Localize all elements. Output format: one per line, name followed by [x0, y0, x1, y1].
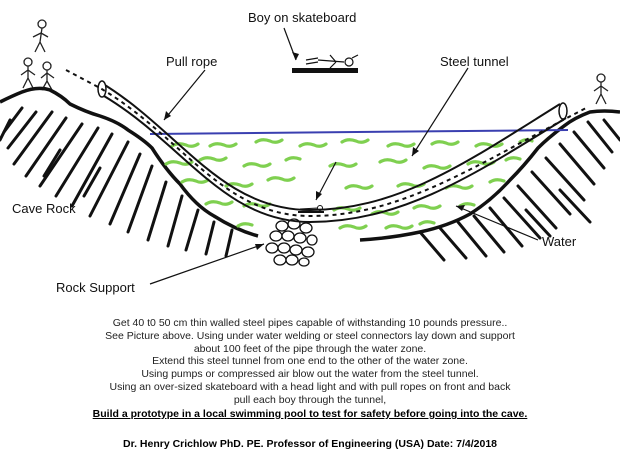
label-rock-support: Rock Support	[56, 280, 135, 295]
pull-rope-dashed	[65, 69, 587, 218]
label-pull-rope: Pull rope	[166, 54, 217, 69]
boy-on-skateboard-icon	[292, 54, 359, 73]
instruction-line: Using an over-sized skateboard with a he…	[109, 380, 511, 393]
rock-support-pile	[265, 218, 318, 267]
cave-rock-hatching-left	[0, 106, 234, 258]
water-strokes	[164, 138, 534, 230]
cave-rock-left	[0, 86, 259, 238]
author-credit: Dr. Henry Crichlow PhD. PE. Professor of…	[122, 438, 497, 450]
label-cave-rock: Cave Rock	[12, 201, 76, 216]
arrowheads	[164, 52, 465, 250]
cave-rock-right	[359, 109, 620, 242]
label-steel-tunnel: Steel tunnel	[440, 54, 509, 69]
safety-warning: Build a prototype in a local swimming po…	[92, 408, 528, 420]
stick-figures-left	[20, 19, 55, 91]
instruction-line: Extend this steel tunnel from one end to…	[152, 355, 468, 368]
cave-rock-hatching-right	[418, 118, 620, 262]
label-water: Water	[542, 234, 577, 249]
instruction-line: Get 40 t0 50 cm thin walled steel pipes …	[112, 317, 508, 329]
instruction-line: pull each boy through the tunnel,	[233, 393, 387, 406]
instruction-line: Using pumps or compressed air blow out t…	[141, 368, 479, 381]
water-surface	[149, 129, 569, 135]
instruction-line: about 100 feet of the pipe through the w…	[193, 342, 427, 355]
stick-figure-right	[593, 73, 609, 105]
label-boy-on-skateboard: Boy on skateboard	[248, 10, 356, 25]
instructions-block: Get 40 t0 50 cm thin walled steel pipes …	[0, 317, 620, 407]
boy-in-tunnel-icon	[298, 205, 324, 213]
steel-tunnel	[97, 80, 568, 224]
instruction-line: See Picture above. Using under water wel…	[105, 329, 515, 342]
